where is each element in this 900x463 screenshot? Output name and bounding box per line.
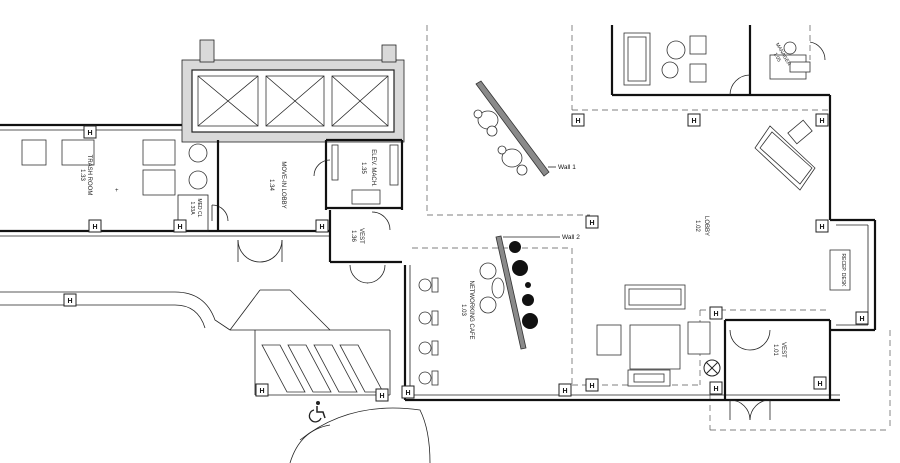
elev-mach-label: ELEV. MACH.: [370, 149, 376, 187]
column-marker: H: [405, 390, 410, 397]
plant-icon: [509, 241, 521, 253]
column-marker: H: [691, 118, 696, 125]
column-marker: H: [67, 298, 72, 305]
vest-136-label: VEST: [358, 228, 364, 244]
east-facade: RECEP. DESK: [828, 95, 877, 332]
compass-icon: [703, 359, 721, 377]
reception-sign-text: RECEP. DESK: [840, 254, 846, 288]
networking-cafe-number: 1.03: [460, 304, 466, 316]
networking-cafe: NETWORKING CAFE 1.03 Wall 2: [403, 234, 840, 402]
column-marker: H: [177, 224, 182, 231]
column-marker: H: [575, 118, 580, 125]
trash-room-label: TRASH ROOM: [86, 155, 92, 196]
vest-101: VEST 1.01: [723, 318, 832, 421]
lobby-number: 1.02: [694, 220, 700, 232]
elev-mach-number: 1.35: [360, 162, 366, 174]
column-marker: H: [817, 381, 822, 388]
column-marker: H: [713, 386, 718, 393]
wall-2-shape: [495, 235, 527, 350]
plant-icon: [522, 313, 538, 329]
column-markers: H H H H H H H H H H H H H H H H H H H: [63, 113, 869, 402]
column-marker: H: [379, 393, 384, 400]
column-marker: H: [259, 388, 264, 395]
med-cl-label: MED CL: [196, 199, 202, 218]
column-marker: H: [713, 311, 718, 318]
column-marker: H: [859, 316, 864, 323]
cross-mark: +: [115, 188, 119, 194]
med-cl-number: 1.33A: [189, 201, 195, 215]
manager-number: 1.05: [772, 52, 782, 64]
lobby-label: LOBBY: [703, 216, 709, 236]
vest-136-number: 1.36: [350, 230, 356, 242]
column-marker: H: [87, 130, 92, 137]
wall-1-shape: [475, 80, 550, 177]
plant-icon: [522, 294, 534, 306]
trash-room-number: 1.33: [79, 169, 85, 181]
networking-cafe-label: NETWORKING CAFE: [468, 280, 474, 339]
accessible-icon: [308, 401, 326, 423]
med-closet: MED CL 1.33A: [177, 194, 229, 232]
column-marker: H: [589, 383, 594, 390]
plant-icon: [512, 260, 528, 276]
vest-101-label: VEST: [780, 342, 786, 358]
plant-icon: [525, 282, 531, 288]
lobby-lower-seating: [596, 284, 711, 387]
column-marker: H: [819, 224, 824, 231]
column-marker: H: [92, 224, 97, 231]
wall-2-callout: Wall 2: [562, 234, 580, 241]
elevator-block: [181, 39, 405, 143]
lobby-upper: Wall 1 MANAGER 1.05 LOBBY 1.02: [473, 25, 830, 236]
move-in-lobby-number: 1.34: [268, 179, 274, 191]
move-in-lobby-label: MOVE-IN LOBBY: [280, 161, 286, 208]
column-marker: H: [562, 388, 567, 395]
trash-room: TRASH ROOM 1.33 +: [0, 123, 330, 237]
walkway: [0, 289, 431, 463]
column-marker: H: [319, 224, 324, 231]
service-rooms: MOVE-IN LOBBY 1.34 ELEV. MACH. 1.35 VEST…: [216, 138, 404, 284]
wall-1-callout: Wall 1: [558, 164, 576, 171]
vest-101-number: 1.01: [772, 344, 778, 356]
column-marker: H: [589, 220, 594, 227]
reception-sign: [829, 249, 851, 291]
column-marker: H: [819, 118, 824, 125]
